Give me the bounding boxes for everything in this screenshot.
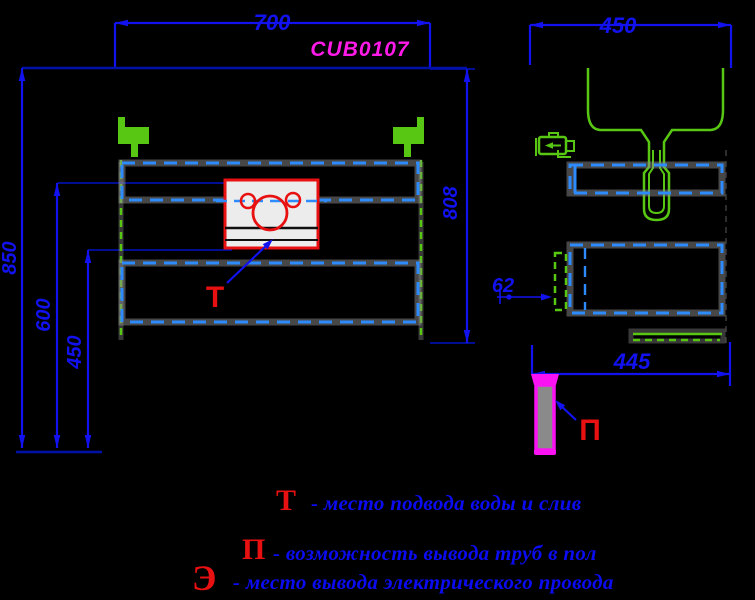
siphon-outer-left xyxy=(642,150,651,196)
floor-pipe-tube xyxy=(534,383,556,452)
dim-700-arrow-left xyxy=(115,19,128,27)
dim-cabinet-808: 808 xyxy=(430,68,475,344)
legend-text-t: - место подвода воды и слив xyxy=(311,491,582,515)
dim-450-left-label: 450 xyxy=(64,335,86,369)
dim-600-label: 600 xyxy=(33,298,55,331)
dim-850-arrow-bottom xyxy=(18,435,26,448)
bracket-icon-left xyxy=(118,117,149,157)
dim-depth-445: 445 xyxy=(530,342,732,386)
marker-floor-pipes: П xyxy=(555,400,601,447)
drawer-lower-side-halo xyxy=(566,241,726,317)
sink-wall-right xyxy=(662,68,725,150)
dim-450-top-arrow-right xyxy=(718,21,731,29)
dim-808-arrow-bottom xyxy=(463,330,471,343)
dim-850-label: 850 xyxy=(0,241,21,274)
marker-t-leader xyxy=(226,242,270,284)
floor-pipe xyxy=(531,374,559,455)
dim-850-arrow-top xyxy=(18,68,26,81)
floor-pipe-cap xyxy=(531,374,559,385)
dim-height-450: 450 xyxy=(64,249,232,448)
dim-62-label: 62 xyxy=(492,275,514,297)
siphon-outer-right xyxy=(662,150,671,196)
hole-large-center xyxy=(251,194,289,232)
dim-gap-62: 62 xyxy=(492,275,552,304)
marker-t-arrowhead xyxy=(262,239,273,250)
siphon-u-inner xyxy=(648,192,665,215)
side-top-corner-green xyxy=(557,150,571,158)
siphon-inner-walls xyxy=(648,150,665,192)
clip-knob xyxy=(565,140,575,152)
dim-62-dot xyxy=(506,294,512,300)
dim-600-arrow-bottom xyxy=(53,435,61,448)
marker-p-label: П xyxy=(579,414,601,447)
dim-450-arrow-bottom xyxy=(84,435,92,448)
drawer-lower-front xyxy=(120,261,420,324)
legend-text-p: - возможность вывода труб в пол xyxy=(273,541,597,565)
dim-445-lines xyxy=(530,342,732,386)
model-label: CUB0107 xyxy=(310,38,410,61)
dim-700-label: 700 xyxy=(254,10,291,35)
front-view: 700 CUB0107 850 600 450 xyxy=(0,10,475,454)
rear-gap-strip xyxy=(553,251,568,312)
drawer-upper-side xyxy=(568,163,724,195)
bracket-icon-right xyxy=(393,117,424,157)
siphon-pipe xyxy=(642,150,671,222)
dim-700-arrow-right xyxy=(417,19,430,27)
drawer-upper-front xyxy=(120,161,420,202)
legend-symbol-t: Т xyxy=(276,484,297,517)
dim-808-label: 808 xyxy=(440,185,462,219)
side-view: 450 xyxy=(492,13,733,455)
dim-height-600: 600 xyxy=(33,182,224,448)
clip-nub xyxy=(548,132,559,137)
dim-450-top-label: 450 xyxy=(599,13,637,38)
dim-445-arrow-right xyxy=(717,370,730,378)
floor-pipe-foot xyxy=(534,449,556,455)
dim-depth-450: 450 xyxy=(528,13,733,68)
dim-445-label: 445 xyxy=(613,349,651,374)
dim-808-arrow-top xyxy=(463,69,471,82)
floor-strip-halo xyxy=(628,328,726,344)
drawer-lower-side xyxy=(568,243,724,315)
marker-water-inlet: Т xyxy=(206,239,273,314)
marker-p-arrowhead xyxy=(555,400,566,411)
legend-symbol-p: П xyxy=(242,533,266,566)
drawer-lower-halo xyxy=(118,259,422,326)
dim-62-arrowhead xyxy=(541,293,552,301)
legend-text-e: - место вывода электрического провода xyxy=(233,570,614,594)
dim-600-arrow-top xyxy=(53,183,61,196)
hole-small-right xyxy=(284,191,302,209)
dim-450-top-lines xyxy=(528,23,733,68)
legend-symbol-e: Э xyxy=(192,558,217,598)
water-connection-box xyxy=(216,178,327,250)
marker-t-label: Т xyxy=(206,281,224,314)
dim-450-top-arrow-left xyxy=(530,21,543,29)
connection-box-body xyxy=(223,178,320,250)
sink-wall-left xyxy=(586,68,651,150)
clip-arrow-head xyxy=(545,142,553,149)
mounting-clip-icon xyxy=(535,132,575,156)
siphon-u-outer xyxy=(642,196,671,222)
dim-700-lines xyxy=(113,21,432,67)
dim-62-line xyxy=(497,291,549,304)
dim-450-arrow-top xyxy=(84,250,92,263)
dim-height-850: 850 xyxy=(0,68,26,448)
sink-profile xyxy=(586,68,725,150)
hole-small-left xyxy=(239,192,257,210)
dim-width-700: 700 xyxy=(113,10,432,67)
